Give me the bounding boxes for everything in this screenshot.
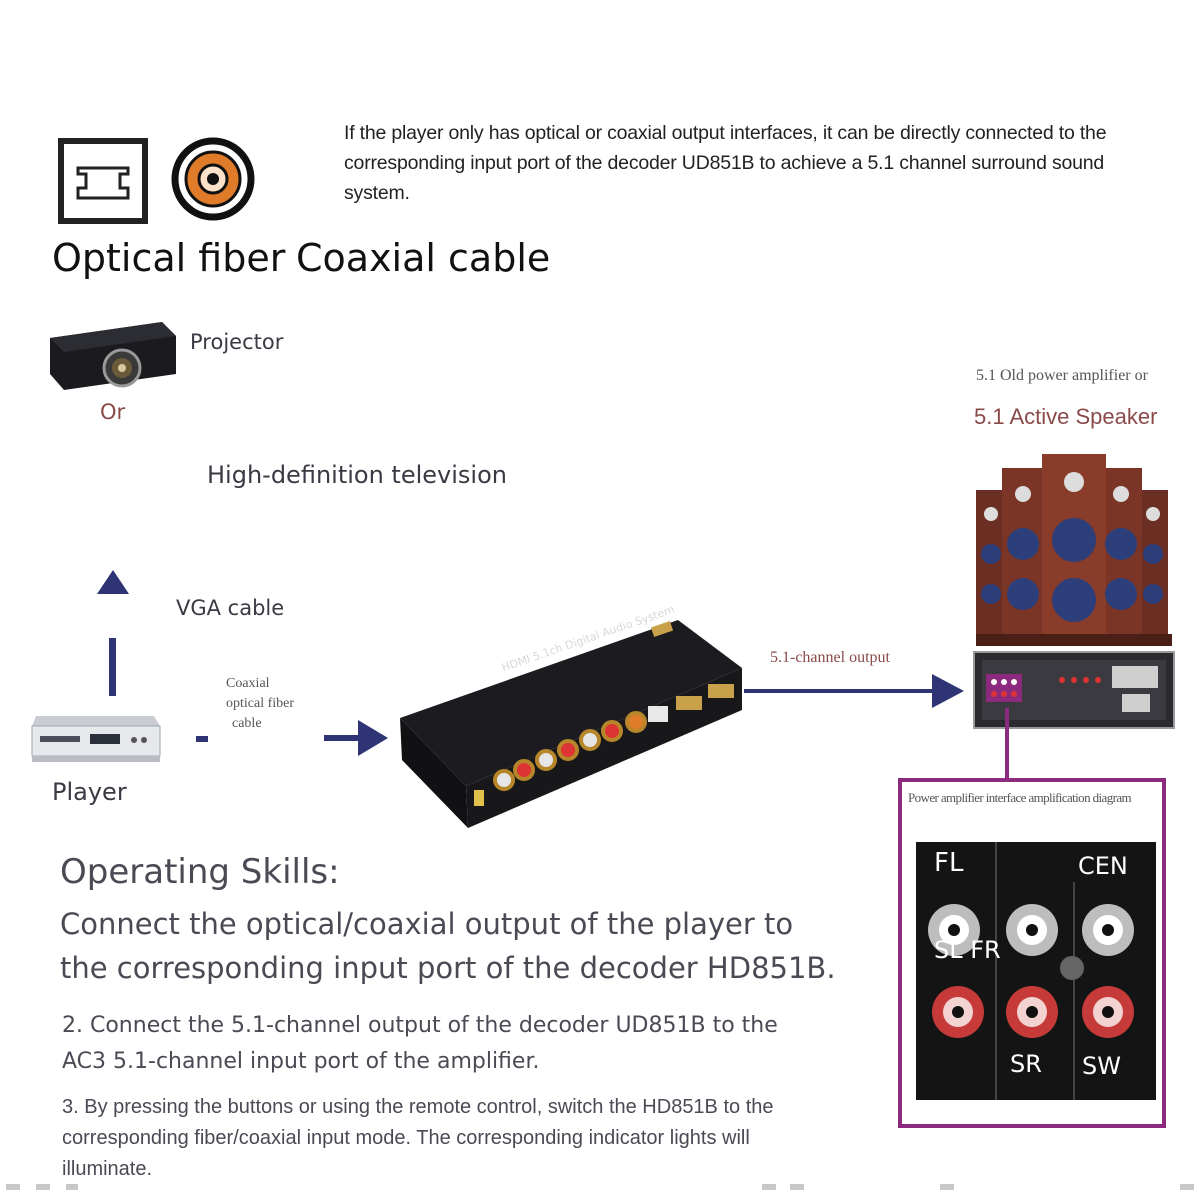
skills-title: Operating Skills: <box>60 852 340 892</box>
decoder-device <box>396 620 746 834</box>
tv-label: High-definition television <box>207 461 507 489</box>
or-label: Or <box>100 400 126 424</box>
bottom-dash <box>762 1184 776 1190</box>
optical-fiber-label: Optical fiber <box>52 236 286 280</box>
speakers-image <box>976 454 1172 650</box>
bottom-dash <box>66 1184 78 1190</box>
coaxial-port-icon <box>170 136 256 226</box>
skills-step-1: Connect the optical/coaxial output of th… <box>60 907 836 985</box>
interface-caption: Power amplifier interface amplification … <box>908 790 1132 805</box>
bottom-dash <box>790 1184 804 1190</box>
sw-label: SW <box>1082 1052 1121 1080</box>
connector-line <box>1005 708 1009 780</box>
up-arrow <box>93 566 133 702</box>
cable-label: Coaxial optical fiber cable <box>226 674 294 734</box>
output-label: 5.1-channel output <box>770 649 890 666</box>
bottom-dash <box>36 1184 50 1190</box>
output-arrow <box>742 672 968 716</box>
short-dash <box>196 736 208 742</box>
vga-cable-label: VGA cable <box>176 596 285 620</box>
player-label: Player <box>52 778 127 806</box>
bottom-dash <box>6 1184 20 1190</box>
sl-fr-label: SL FR <box>934 936 1001 964</box>
amplifier-caption-main: 5.1 Active Speaker <box>974 404 1158 429</box>
projector-image <box>44 316 180 400</box>
skills-step-3: 3. By pressing the buttons or using the … <box>62 1096 774 1180</box>
cable-label-line-2: optical fiber <box>226 696 295 711</box>
optical-port-icon <box>58 138 148 228</box>
bottom-dash <box>1180 1184 1194 1190</box>
fl-label: FL <box>934 848 964 878</box>
jack-panel: FL CEN SL FR SR SW <box>916 842 1156 1100</box>
amplifier-image <box>972 650 1176 738</box>
bottom-dash <box>940 1184 954 1190</box>
amplifier-caption-small: 5.1 Old power amplifier or <box>976 367 1148 384</box>
cen-label: CEN <box>1078 852 1128 880</box>
sr-label: SR <box>1010 1050 1042 1078</box>
projector-label: Projector <box>190 330 284 354</box>
player-image <box>30 712 162 770</box>
intro-paragraph: If the player only has optical or coaxia… <box>344 122 1107 204</box>
skills-step-2: 2. Connect the 5.1-channel output of the… <box>62 1013 778 1074</box>
cable-label-line-1: Coaxial <box>226 676 270 691</box>
coaxial-cable-label: Coaxial cable <box>296 236 551 280</box>
arrow-to-decoder <box>322 716 392 764</box>
cable-label-line-3: cable <box>232 716 262 731</box>
